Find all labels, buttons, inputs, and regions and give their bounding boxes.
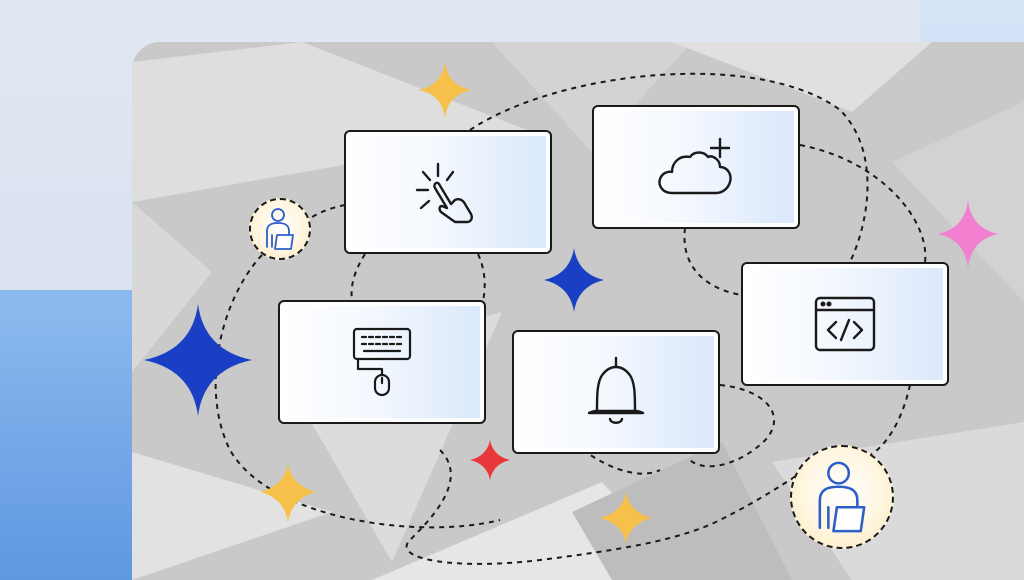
bg-shape — [572, 442, 792, 580]
feature-card-cloud — [592, 105, 800, 229]
keyboard-mouse-icon — [352, 327, 412, 397]
dashed-connector — [405, 449, 806, 565]
sparkle-yellow — [260, 464, 316, 522]
dashed-connector — [683, 227, 743, 296]
feature-card-bell — [512, 330, 720, 454]
feature-card-tap — [344, 130, 552, 254]
dashed-connector — [299, 204, 346, 229]
sparkle-pink — [938, 200, 998, 268]
user-avatar-large — [790, 445, 894, 549]
feature-card-code — [741, 262, 949, 386]
bg-shape — [132, 42, 532, 202]
sparkle-yellow — [600, 492, 652, 544]
tap-gesture-icon — [415, 162, 473, 224]
cloud-add-icon — [658, 137, 732, 195]
bg-shape — [132, 452, 332, 580]
user-avatar-small — [249, 198, 311, 260]
person-with-tablet-icon — [266, 208, 294, 250]
sparkle-blue — [544, 248, 604, 312]
dashed-connector — [799, 144, 927, 263]
code-window-icon — [814, 296, 876, 352]
bg-shape — [892, 102, 1024, 302]
dashed-connector — [869, 384, 911, 456]
sparkle-red — [470, 440, 510, 480]
person-with-tablet-icon — [818, 461, 866, 533]
sparkle-blue-large — [144, 304, 252, 416]
notification-bell-icon — [587, 356, 645, 424]
bg-shape — [492, 42, 692, 152]
feature-card-keyboard — [278, 300, 486, 424]
bg-shape — [132, 202, 212, 372]
bg-shape — [672, 42, 932, 112]
dashed-connector — [350, 253, 366, 301]
sparkle-yellow — [418, 62, 472, 118]
